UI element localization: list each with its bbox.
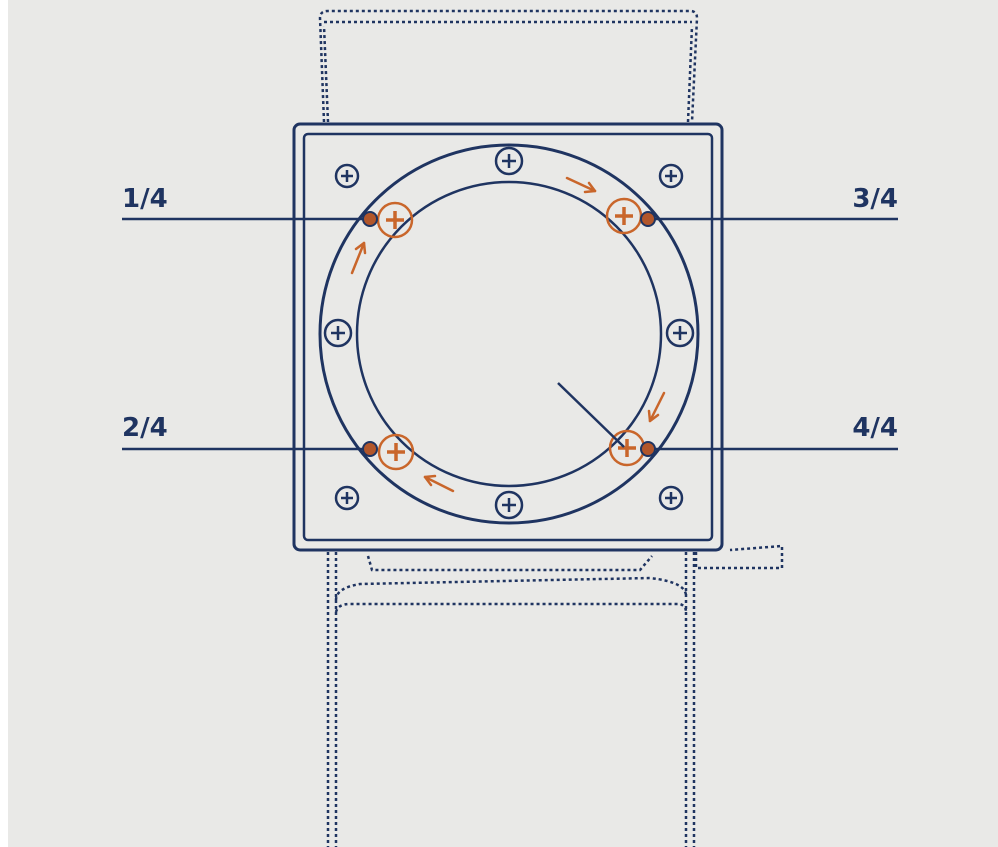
mounting-plate — [292, 122, 724, 552]
outer-ring — [318, 143, 700, 525]
contact-dots — [362, 211, 656, 457]
arrow-icon — [647, 391, 666, 423]
label-four-quarters: 4/4 — [852, 413, 898, 443]
lower-dotted-outline — [326, 544, 784, 847]
screw-icon — [334, 485, 360, 511]
upper-dotted-outline — [318, 9, 699, 123]
screw-icon — [658, 163, 684, 189]
leader-lines — [122, 217, 898, 451]
direction-arrows — [350, 176, 666, 493]
ring-screw-icon — [323, 318, 353, 348]
inner-ring — [355, 180, 663, 488]
ring-screw-icon — [665, 318, 695, 348]
arrow-icon — [565, 176, 597, 194]
diagram-background — [8, 0, 998, 847]
orange-screw-icon — [376, 201, 414, 239]
screw-icon — [334, 163, 360, 189]
ring-screw-icon — [494, 490, 524, 520]
arrow-icon — [423, 474, 455, 493]
orange-screw-icon — [377, 433, 415, 471]
label-two-quarters: 2/4 — [122, 413, 168, 443]
screw-icon — [658, 485, 684, 511]
ring-screw-icon — [494, 146, 524, 176]
label-one-quarter: 1/4 — [122, 184, 168, 214]
arrow-icon — [350, 241, 367, 275]
side-tab — [694, 544, 784, 570]
label-three-quarters: 3/4 — [852, 184, 898, 214]
